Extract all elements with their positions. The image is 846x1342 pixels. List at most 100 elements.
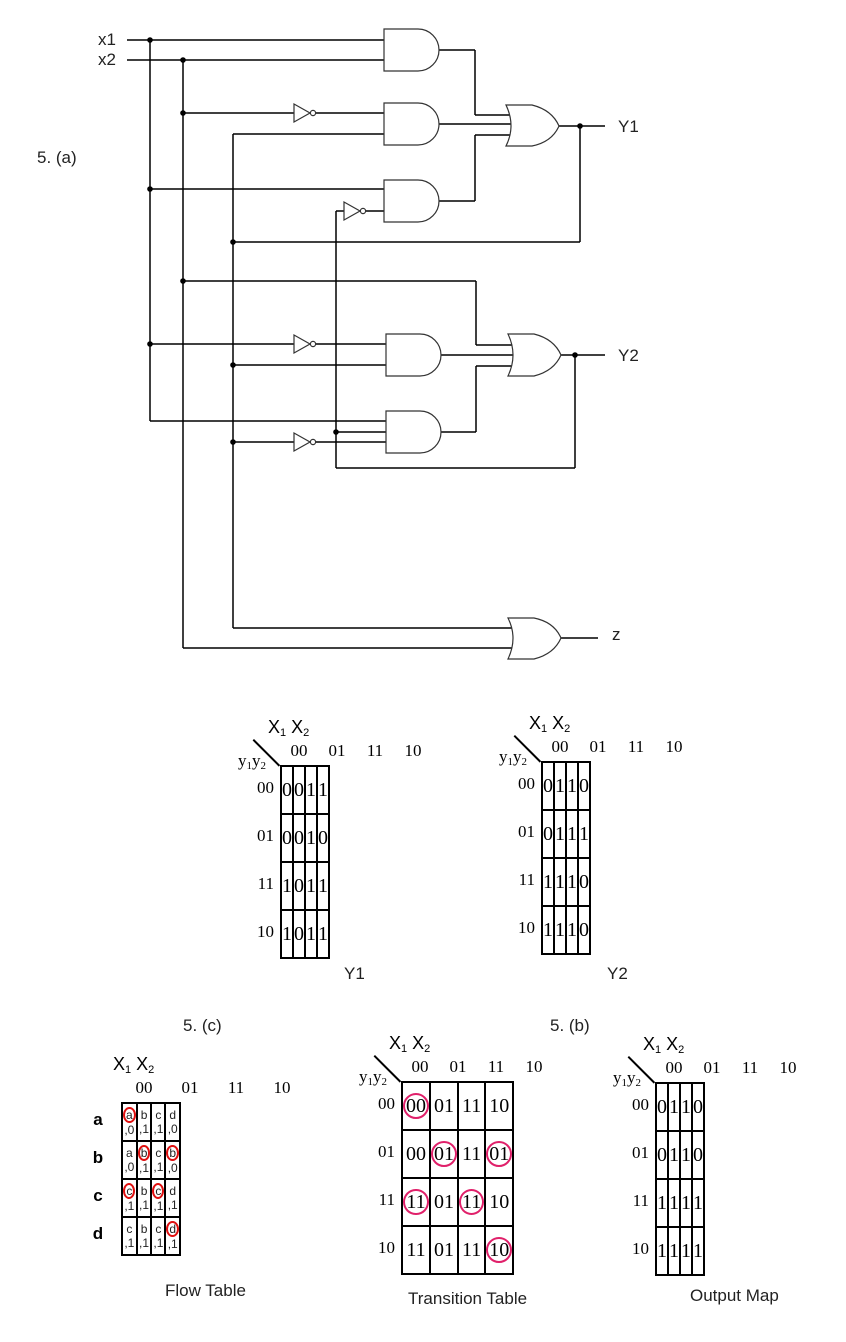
flow-table-col-header: 11 xyxy=(227,1078,245,1097)
transition-table-cell: 01 xyxy=(429,1225,459,1275)
stable-state: b xyxy=(137,1145,151,1161)
kmap-y2-col-header: 01 xyxy=(589,737,607,756)
transition-table-cell: 10 xyxy=(484,1081,515,1131)
transition-table-cell: 00 xyxy=(401,1081,431,1131)
kmap-y1-row-header: 10 xyxy=(257,922,274,941)
flow-table-cell: b,1 xyxy=(135,1140,153,1180)
transition-table-col-header: 10 xyxy=(525,1057,543,1076)
output-map-cell: 1 xyxy=(655,1178,669,1228)
flow-table-row-header: b xyxy=(92,1148,104,1167)
next-state: 00 xyxy=(406,1142,426,1165)
kmap-y1-cell: 1 xyxy=(316,909,330,959)
flow-table-cell: c,1 xyxy=(121,1178,138,1218)
next-state: c xyxy=(155,1146,162,1160)
or-gate-y2 xyxy=(507,333,562,377)
kmap-y2-caption: Y2 xyxy=(607,964,628,983)
part-a-label: 5. (a) xyxy=(37,148,77,167)
input-label-x2: x2 xyxy=(98,50,116,69)
flow-table-col-header: 10 xyxy=(273,1078,291,1097)
next-state: 10 xyxy=(489,1190,510,1213)
transition-table-y-axis-label: y1y2 xyxy=(359,1067,387,1088)
output-map-cell: 0 xyxy=(691,1082,705,1132)
stable-state: 01 xyxy=(486,1141,513,1167)
kmap-y2-cell: 1 xyxy=(541,905,555,955)
output-map-cell: 1 xyxy=(667,1130,681,1180)
output-map-row-header: 10 xyxy=(632,1239,649,1258)
transition-table-cell: 01 xyxy=(484,1129,515,1179)
transition-table-row-header: 11 xyxy=(378,1190,395,1209)
flow-table-row-header: c xyxy=(93,1186,103,1205)
stable-state: 10 xyxy=(486,1237,513,1263)
flow-table-cell: a ,0 xyxy=(121,1140,138,1180)
transition-table-col-header: 11 xyxy=(487,1057,505,1076)
output-label-y1: Y1 xyxy=(618,117,639,136)
stable-state: 00 xyxy=(403,1093,429,1119)
flow-table-row-header: d xyxy=(92,1224,104,1243)
kmap-y1-cell: 0 xyxy=(292,813,306,863)
kmap-y1-cell: 0 xyxy=(280,813,294,863)
next-state: 11 xyxy=(462,1238,482,1261)
next-state: 11 xyxy=(462,1094,482,1117)
flow-table-col-header: 00 xyxy=(135,1078,153,1097)
kmap-y1-cell: 1 xyxy=(304,861,318,911)
kmap-y2-cell: 0 xyxy=(577,905,591,955)
kmap-y1-cell: 0 xyxy=(292,765,306,815)
and-gate-5 xyxy=(385,410,442,454)
output-map-cell: 1 xyxy=(679,1082,693,1132)
kmap-y2-cell: 1 xyxy=(577,809,591,859)
kmap-y1-row-header: 11 xyxy=(257,874,274,893)
next-state: 01 xyxy=(434,1190,454,1213)
output-map-cell: 1 xyxy=(679,1130,693,1180)
input-label-x1: x1 xyxy=(98,30,116,49)
output-map-cell: 1 xyxy=(679,1226,693,1276)
kmap-y1-cell: 0 xyxy=(292,909,306,959)
next-state: b xyxy=(140,1184,148,1198)
kmap-y2-cell: 1 xyxy=(565,905,579,955)
kmap-y2-row-header: 00 xyxy=(518,774,535,793)
and-gate-3 xyxy=(383,179,440,223)
kmap-y1-col-header: 00 xyxy=(290,741,308,760)
next-state: b xyxy=(140,1222,148,1236)
transition-table-row-header: 01 xyxy=(378,1142,395,1161)
flow-table-cell: c ,1 xyxy=(150,1216,167,1256)
next-state: d xyxy=(169,1184,177,1198)
kmap-y1-cell: 0 xyxy=(316,813,330,863)
not-gate-3 xyxy=(293,333,317,355)
transition-table-col-header: 01 xyxy=(449,1057,467,1076)
next-state: c xyxy=(155,1222,162,1236)
kmap-y1-cell: 1 xyxy=(304,813,318,863)
output-map-cell: 0 xyxy=(655,1082,669,1132)
flow-table-cell: b ,1 xyxy=(135,1102,153,1142)
and-gate-4 xyxy=(385,333,442,377)
output-map-row-header: 11 xyxy=(632,1191,649,1210)
kmap-y2-cell: 1 xyxy=(565,761,579,811)
flow-table-col-header: 01 xyxy=(181,1078,199,1097)
transition-table-cell: 01 xyxy=(429,1177,459,1227)
output-map-cell: 0 xyxy=(691,1130,705,1180)
next-state: c xyxy=(126,1222,133,1236)
kmap-y2-cell: 1 xyxy=(565,857,579,907)
stable-state: b xyxy=(166,1145,180,1161)
kmap-y2-cell: 0 xyxy=(541,761,555,811)
stable-state: d xyxy=(166,1221,180,1237)
kmap-y2-x-axis-label: X1 X2 xyxy=(529,713,571,735)
output-map-col-header: 00 xyxy=(665,1058,683,1077)
kmap-y1-cell: 1 xyxy=(304,909,318,959)
transition-table-cell: 11 xyxy=(401,1177,431,1227)
stable-state: c xyxy=(152,1183,165,1199)
transition-table-row-header: 00 xyxy=(378,1094,395,1113)
kmap-y1-caption: Y1 xyxy=(344,964,365,983)
kmap-y1-row-header: 00 xyxy=(257,778,274,797)
transition-table-caption: Transition Table xyxy=(408,1289,528,1308)
output-map-col-header: 11 xyxy=(741,1058,759,1077)
transition-table-cell: 11 xyxy=(456,1129,487,1179)
kmap-y1-cell: 1 xyxy=(316,861,330,911)
part-b-label: 5. (b) xyxy=(550,1016,590,1035)
flow-table-cell: c ,1 xyxy=(121,1216,138,1256)
and-gate-1 xyxy=(383,28,440,72)
next-state: 01 xyxy=(434,1238,454,1261)
junction-dots xyxy=(147,37,583,445)
output-map-row-header: 01 xyxy=(632,1143,649,1162)
kmap-y2-col-header: 00 xyxy=(551,737,569,756)
